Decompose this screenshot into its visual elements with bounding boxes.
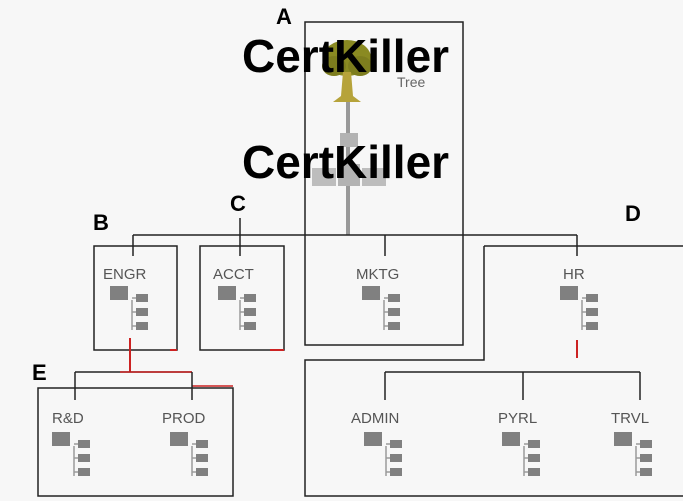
ou-icon-acct (218, 286, 256, 330)
ou-icons-layer (52, 286, 652, 476)
watermark-middle: CertKiller (242, 136, 449, 188)
unit-label-rnd: R&D (52, 410, 84, 427)
unit-label-acct: ACCT (213, 266, 254, 283)
unit-label-hr: HR (563, 266, 585, 283)
watermark-top: CertKiller (242, 30, 449, 82)
unit-label-trvl: TRVL (611, 410, 649, 427)
region-label-b: B (93, 210, 109, 235)
ou-icon-pyrl (502, 432, 540, 476)
tree-icon (322, 40, 372, 102)
unit-label-admin: ADMIN (351, 410, 399, 427)
region-c-box (199, 245, 285, 351)
tree-label: Tree (397, 74, 425, 90)
region-label-d: D (625, 201, 641, 226)
ou-icon-mktg (362, 286, 400, 330)
region-e-box (37, 387, 234, 497)
ou-icon-trvl (614, 432, 652, 476)
region-d-outline (304, 245, 683, 497)
unit-label-prod: PROD (162, 410, 206, 427)
region-label-e: E (32, 360, 47, 385)
unit-label-mktg: MKTG (356, 266, 399, 283)
ou-icon-admin (364, 432, 402, 476)
unit-label-engr: ENGR (103, 266, 147, 283)
region-a-box (304, 21, 464, 346)
unit-label-pyrl: PYRL (498, 410, 537, 427)
region-label-c: C (230, 191, 246, 216)
region-label-a: A (276, 4, 292, 29)
ou-icon-engr (110, 286, 148, 330)
domain-container-icon (312, 133, 386, 186)
region-b-box (93, 245, 178, 351)
ou-icon-prod (170, 432, 208, 476)
ou-icon-rnd (52, 432, 90, 476)
ou-icon-hr (560, 286, 598, 330)
